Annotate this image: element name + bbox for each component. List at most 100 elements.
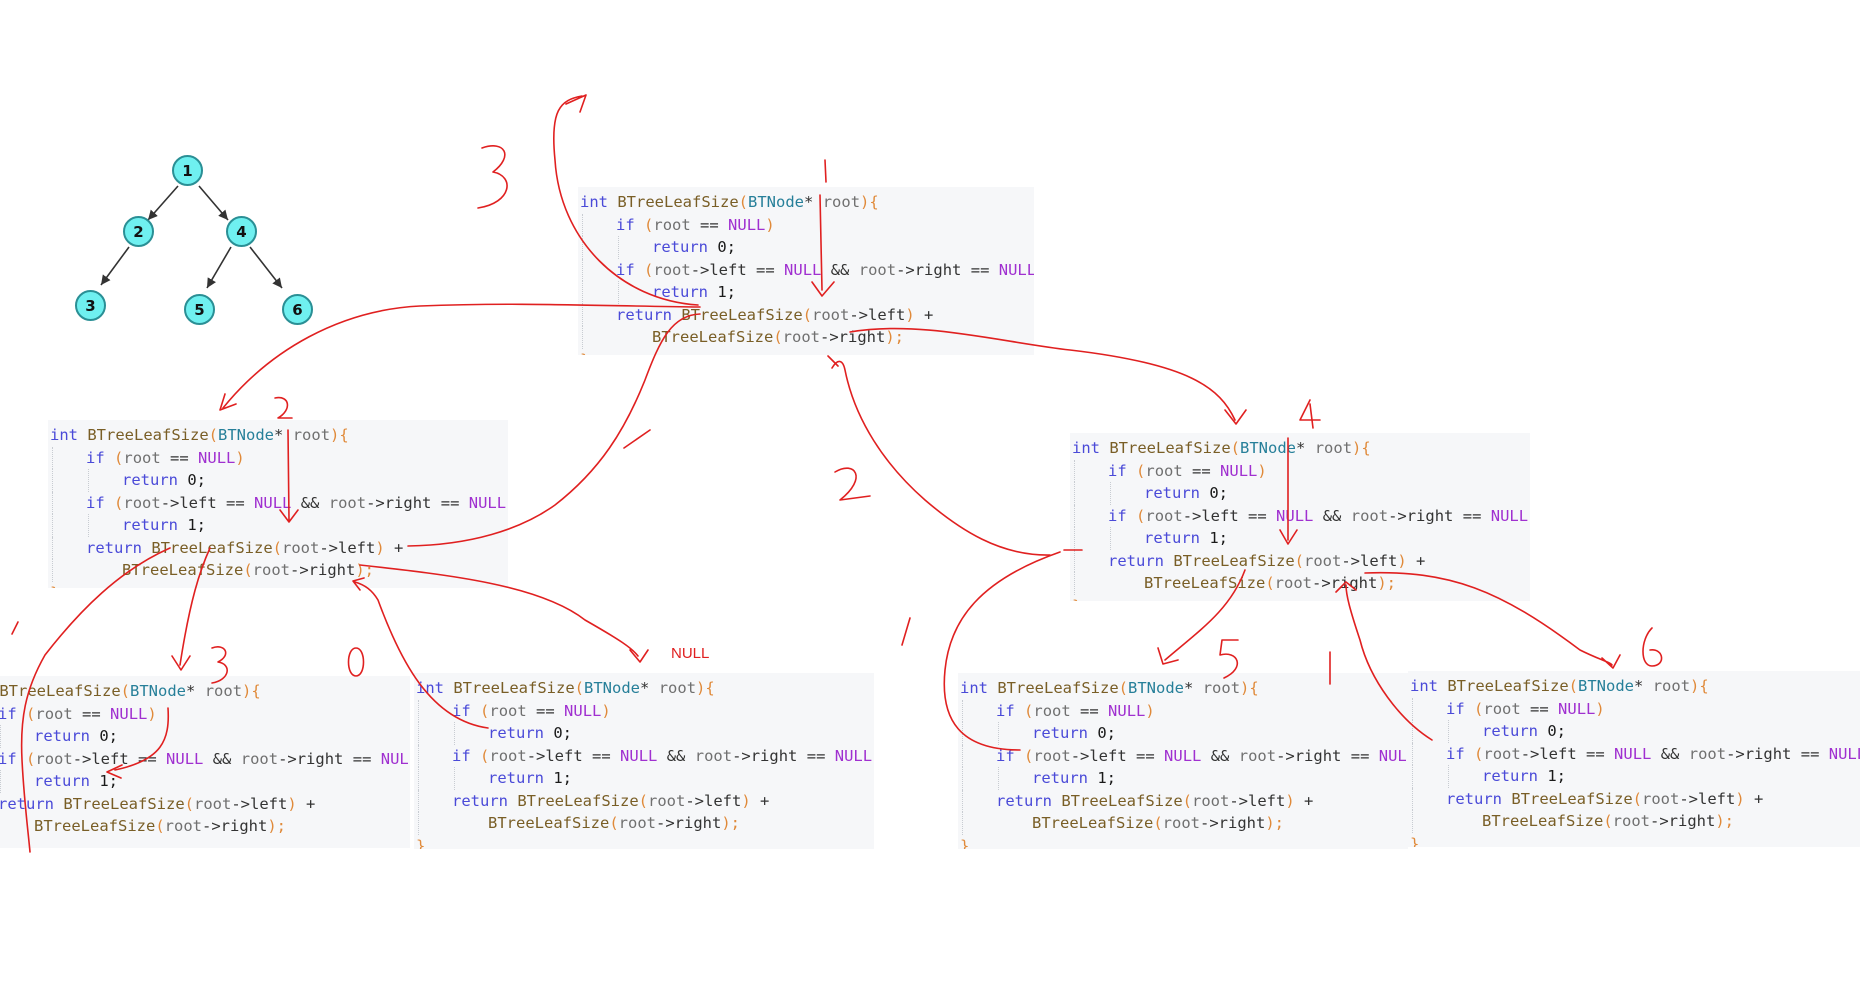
code-line-close: } [958,835,1408,850]
code-token: ( [1136,461,1146,480]
code-token: root [618,814,656,832]
code-token: BTNode [584,679,641,697]
code-token: ( [1474,699,1484,718]
tree-node: 5 [184,294,215,325]
code-token: ) [872,747,874,765]
code-token: ->left [72,749,129,768]
code-token: NULL [1614,744,1652,763]
code-token: ( [1024,746,1034,765]
code-token: == [1530,699,1549,718]
code-token: BTreeLeafSize [617,193,739,211]
code-token: ( [1265,574,1275,592]
code-token: BTreeLeafSize [1173,551,1295,570]
label-3-top [477,145,508,209]
label-1-left [11,621,19,635]
code-token: return [996,791,1052,810]
code-token: BTNode [1240,439,1297,457]
code-token: NULL [1490,506,1529,525]
code-token: ( [1136,506,1146,525]
code-token: root [1033,701,1071,720]
code-token: NULL [1164,746,1202,765]
code-token: == [1462,506,1482,525]
code-token: return [652,238,708,256]
code-line-leaf-check: if (root->left == NULL && root->right ==… [48,491,508,514]
code-token: BTreeLeafSize [453,679,575,697]
code-token: ->right [202,817,268,835]
code-token: ){ [696,679,715,697]
code-token: 0; [187,471,207,489]
code-line-return-0: return 0; [48,469,508,492]
code-token: root [489,746,527,765]
code-token: + [306,794,316,813]
code-token: } [1410,834,1420,848]
code-token: ( [1182,791,1193,810]
code-token: return [616,305,672,324]
code-token: ) [601,701,611,720]
code-token: int [1072,439,1100,457]
code-token: root [1238,746,1277,765]
code-token: == [1080,701,1099,720]
code-token: ( [638,791,649,810]
code-token: 1; [553,769,573,787]
code-token: return [488,769,544,787]
code-token: BTreeLeafSize [517,791,639,810]
code-token: BTreeLeafSize [87,426,209,444]
code-line-return-recursive: return BTreeLeafSize(root->left) + [0,793,410,816]
code-token: == [226,493,245,512]
code-line-return-1: return 1; [1070,527,1530,550]
code-token: * [274,426,284,444]
code-token: 0; [99,727,119,745]
code-token: ->left [1520,744,1577,763]
code-token: ) [905,305,915,324]
code-token: root [1314,439,1353,457]
code-token: root [858,260,897,279]
tree-node: 2 [123,216,154,247]
code-token: ( [1294,551,1305,570]
code-line-right-call: BTreeLeafSize(root->right); [0,815,410,838]
code-token: root [282,538,320,557]
code-token: return [1032,724,1088,742]
code-token: ( [114,493,124,512]
code-token: + [1304,791,1314,810]
code-token: NULL [1378,746,1408,765]
code-token: ); [1715,812,1734,830]
code-token: BTreeLeafSize [1447,677,1569,695]
code-panel-call-1: int BTreeLeafSize(BTNode* root){ if (roo… [578,187,1034,355]
code-token: ) [375,538,385,557]
code-token: NULL [998,260,1034,279]
code-line-leaf-check: if (root->left == NULL && root->right ==… [578,258,1034,281]
code-token: + [394,538,404,557]
code-token: ->left [1679,789,1736,808]
code-token: ->right [1650,812,1716,830]
tree-node: 6 [282,294,313,325]
code-token: if [1108,461,1127,480]
code-token: && [1322,506,1342,525]
code-token: ->right [896,260,962,279]
code-token: ( [120,682,131,700]
code-token: NULL [834,746,873,765]
code-line-return-recursive: return BTreeLeafSize(root->left) + [958,789,1408,812]
code-token: ); [355,561,374,579]
code-line-close: } [578,349,1034,356]
code-token: int [1410,677,1438,695]
code-token: root [35,704,73,723]
code-token: root [782,328,820,346]
code-token: root [658,679,697,697]
code-panel-call-2: int BTreeLeafSize(BTNode* root){ if (roo… [48,420,508,588]
code-token: ->left [1229,791,1286,810]
code-line-signature: int BTreeLeafSize(BTNode* root){ [0,680,410,703]
code-token: BTreeLeafSize [1032,814,1154,832]
code-token: return [86,538,142,557]
code-token: ){ [330,426,349,444]
code-token: return [1032,769,1088,787]
code-token: == [1800,744,1820,763]
code-token: ( [644,215,654,234]
code-token: ( [738,193,749,211]
code-token: ->left [1182,506,1239,525]
code-token: int [50,426,78,444]
code-line-null-check: if (root == NULL) [1070,459,1530,482]
code-token: ) [1528,507,1530,525]
code-token: root [292,426,331,444]
code-token: if [0,704,17,723]
code-token: ); [885,328,904,346]
